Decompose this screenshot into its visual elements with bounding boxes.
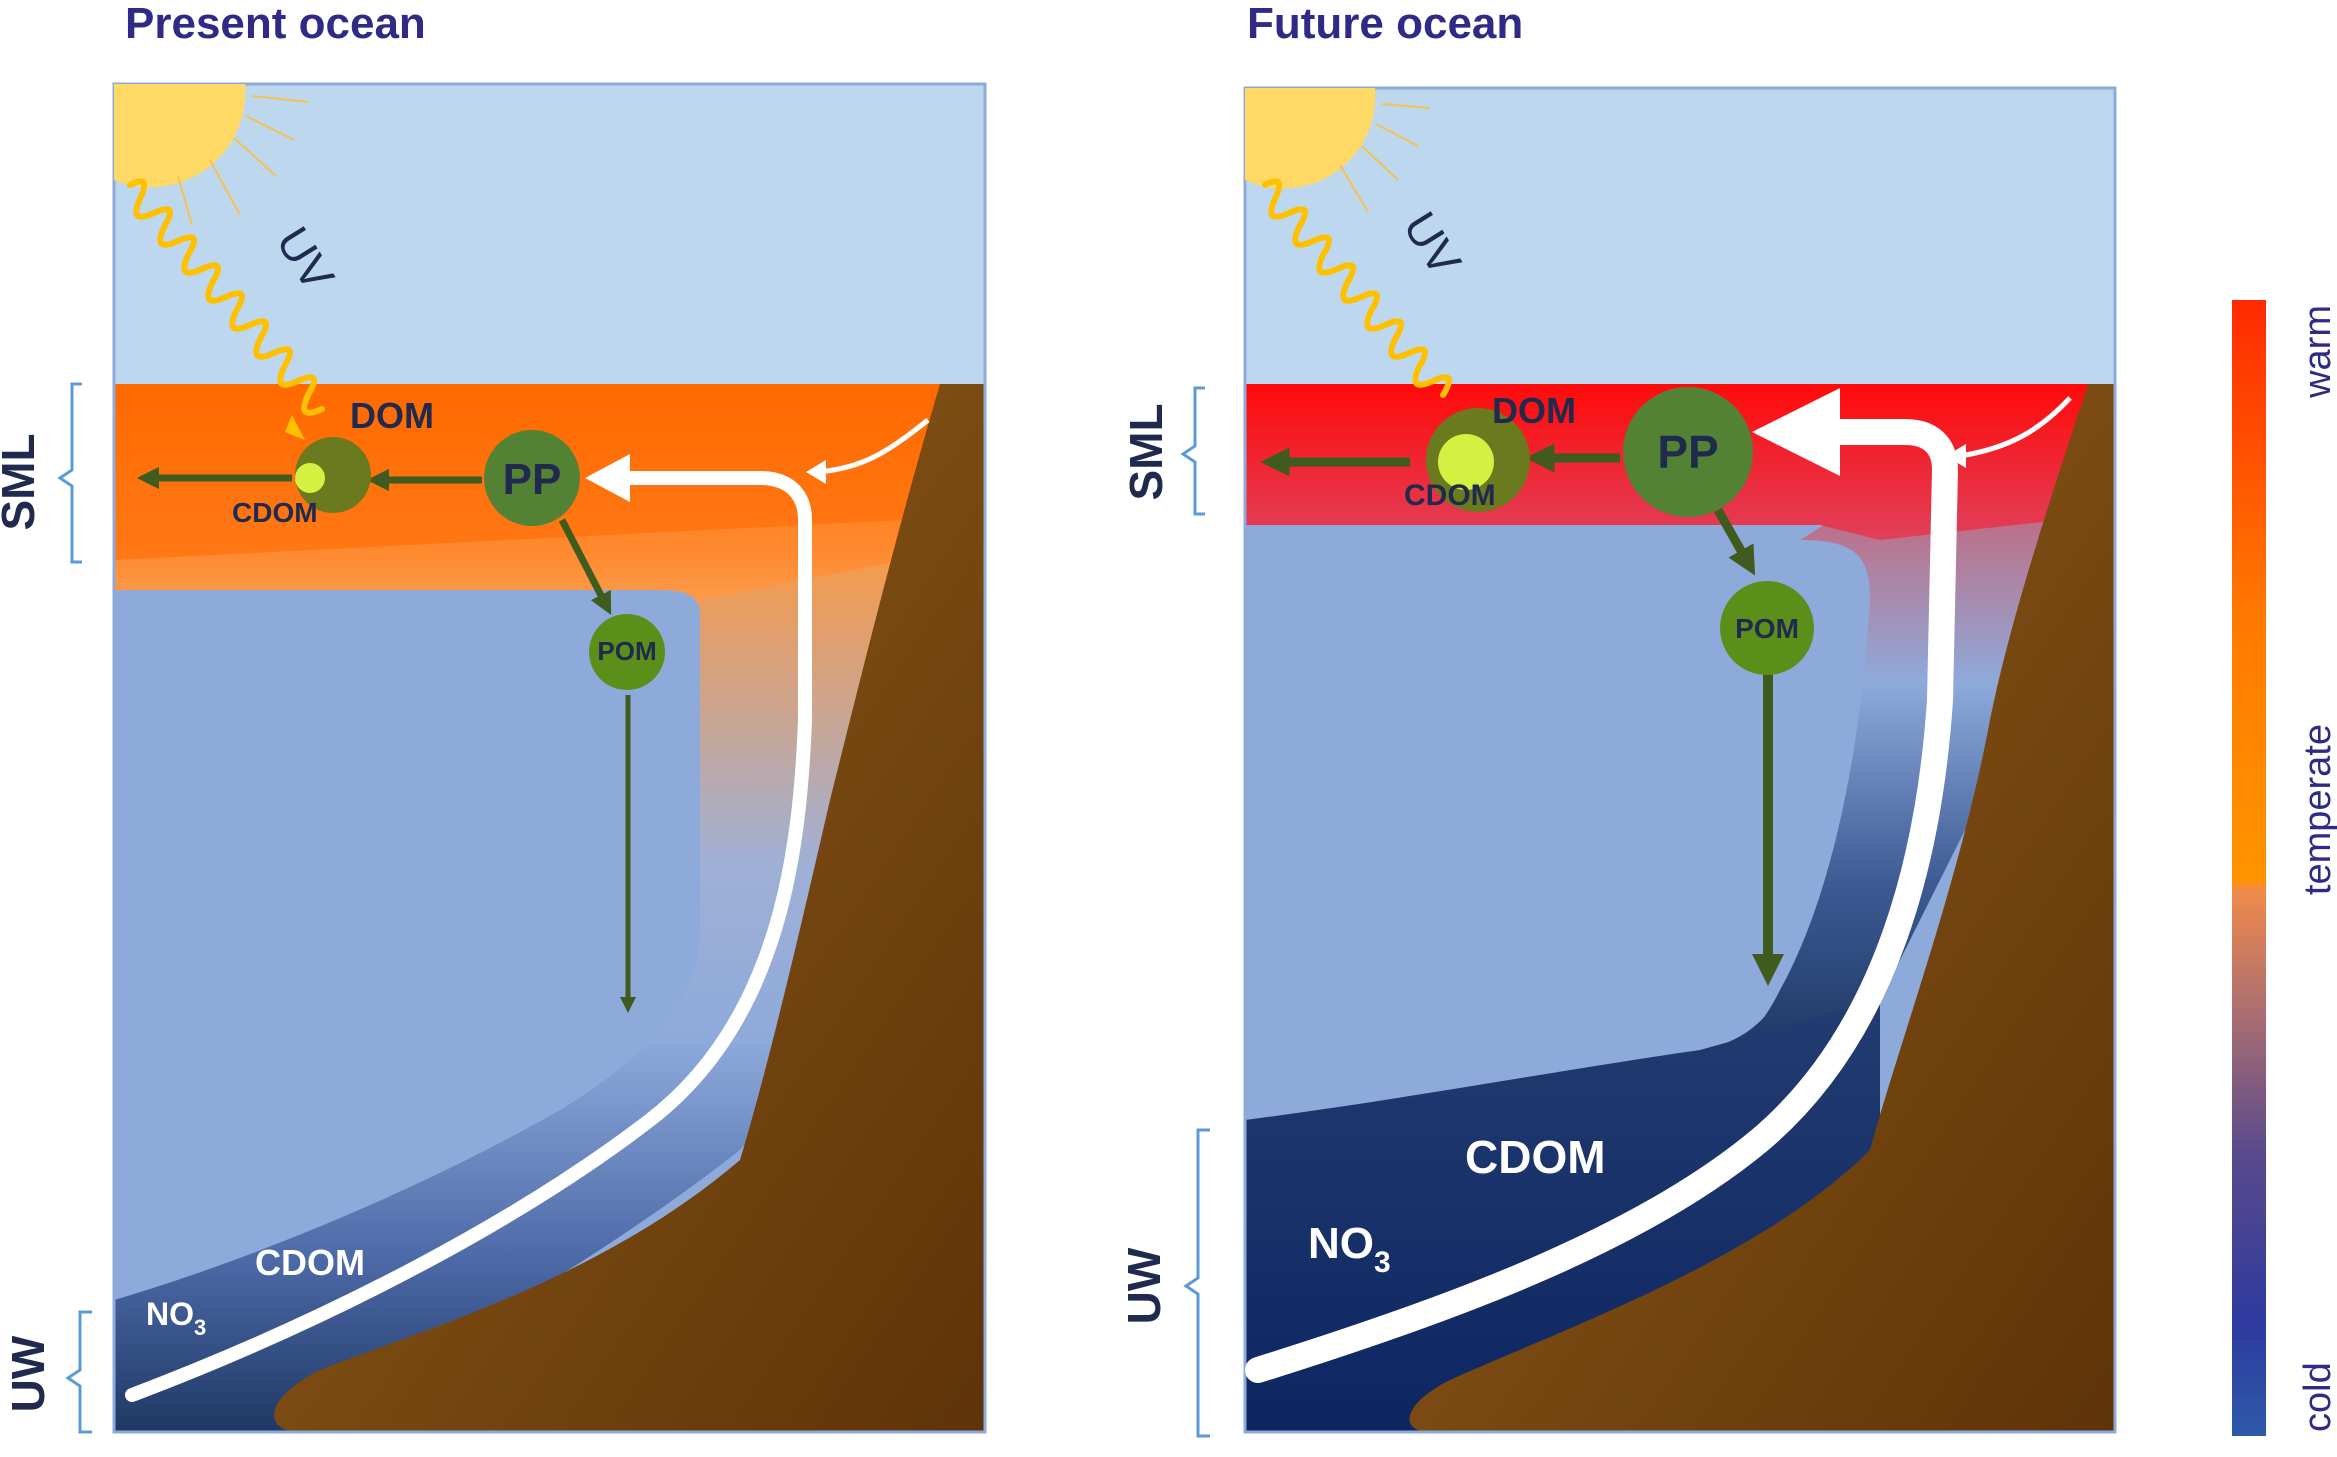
- present-cdom-deep-label: CDOM: [255, 1242, 365, 1283]
- present-sml-bracket: [57, 382, 82, 564]
- future-uw-label: UW: [1118, 1247, 1170, 1324]
- temperature-scale: warm temperate cold: [2232, 300, 2337, 1436]
- future-pp-to-pom-arrow: [1714, 507, 1756, 576]
- present-dom-label: DOM: [350, 395, 434, 436]
- present-sml-label: SML: [0, 433, 44, 530]
- future-title: Future ocean: [1247, 0, 1523, 48]
- present-cdom-dot: [295, 463, 325, 493]
- future-surface-inflow-arrow: [1959, 396, 2072, 459]
- future-cdom-deep-label: CDOM: [1465, 1131, 1606, 1183]
- present-no3-label: NO3: [146, 1296, 206, 1340]
- present-upwelling-band: [114, 560, 905, 1432]
- future-land: [1409, 384, 2115, 1432]
- present-surface-inflow-arrow: [817, 418, 930, 475]
- present-sky: [114, 84, 985, 384]
- future-cdom-dot: [1438, 434, 1494, 490]
- future-pp-label: PP: [1657, 426, 1718, 478]
- future-upwelling-band: [1700, 384, 2088, 1050]
- present-uw-label: UW: [2, 1335, 54, 1412]
- present-pp-circle: [484, 430, 580, 526]
- future-uv-wave-icon: [1262, 178, 1453, 398]
- scale-warm-label: warm: [2297, 305, 2337, 399]
- future-ocean-panel: Future ocean UV: [1118, 0, 2117, 1438]
- future-pom-circle: [1720, 581, 1814, 675]
- present-ocean-panel: Present ocean UV: [0, 0, 987, 1434]
- future-sun-icon: [1245, 88, 1431, 213]
- future-sml-label: SML: [1120, 403, 1172, 500]
- scale-temperate-label: temperate: [2297, 724, 2337, 895]
- future-uw-bracket: [1183, 1128, 1210, 1438]
- future-upwelling-arrow: [1245, 419, 1959, 1383]
- present-pp-label: PP: [503, 455, 562, 504]
- future-sky: [1245, 88, 2115, 384]
- present-upwelling-arrow: [125, 471, 812, 1402]
- future-dom-label: DOM: [1492, 390, 1576, 431]
- scale-cold-label: cold: [2297, 1362, 2337, 1432]
- present-land: [274, 384, 985, 1432]
- present-cdom-label: CDOM: [232, 497, 318, 528]
- present-uw-bracket: [65, 1310, 92, 1434]
- future-pp-circle: [1623, 387, 1753, 517]
- present-sun-icon: [114, 84, 309, 226]
- future-sml-bracket: [1180, 386, 1205, 516]
- future-cdom-label: CDOM: [1404, 479, 1496, 512]
- present-pp-to-pom-arrow: [558, 518, 612, 615]
- temperature-scale-bar: [2232, 300, 2266, 1436]
- present-uv-wave-icon: [127, 178, 325, 416]
- present-dom-circle: [295, 437, 371, 513]
- present-pom-circle: [589, 614, 665, 690]
- present-title: Present ocean: [125, 0, 426, 48]
- future-pom-label: POM: [1735, 613, 1799, 644]
- future-no3-label: NO3: [1308, 1219, 1391, 1279]
- present-pom-label: POM: [597, 636, 656, 666]
